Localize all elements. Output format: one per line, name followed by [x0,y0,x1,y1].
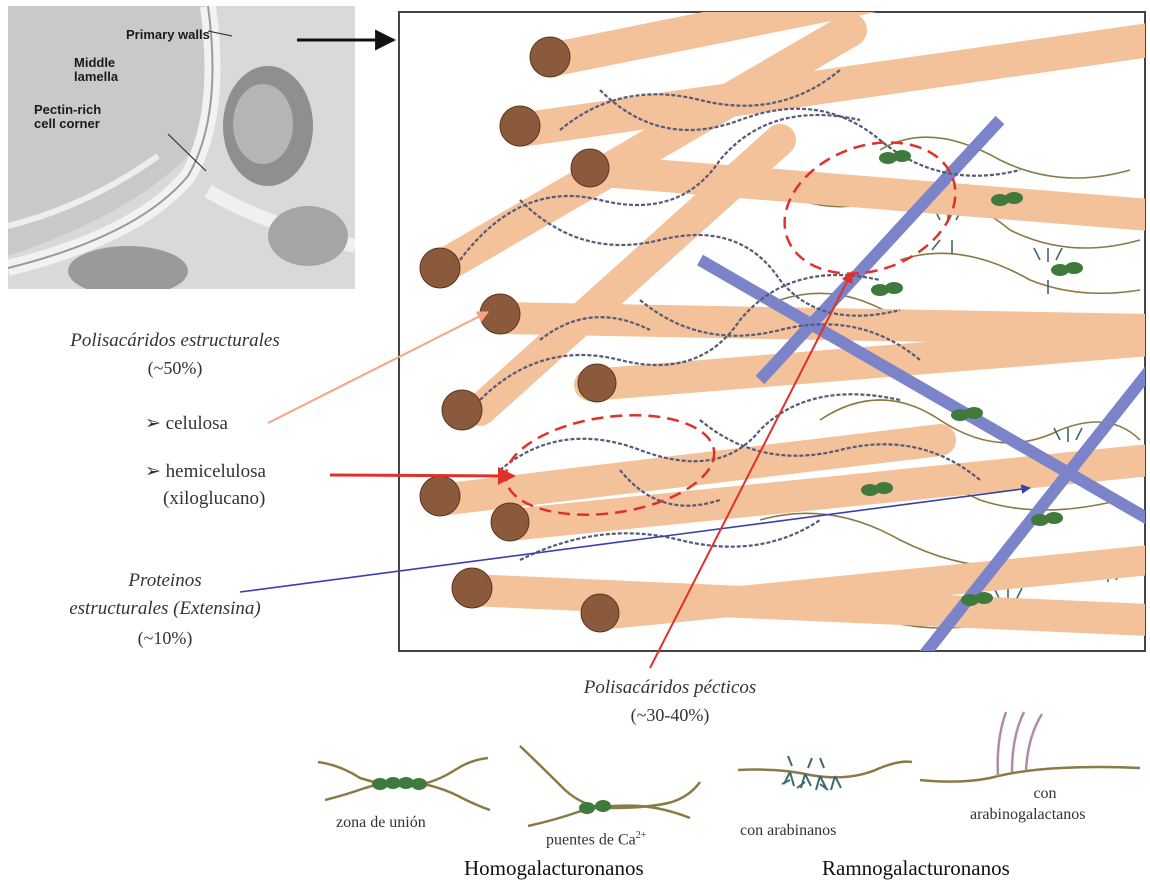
proteins-label-1: Proteinos [15,570,315,592]
homogalacturonanos-label: Homogalacturonanos [464,856,644,881]
legend-arabinogalactanos-label-2: arabinogalactanos [970,806,1086,824]
legend-zona-union-label: zona de unión [336,814,426,832]
celulosa-label: ➢ celulosa [145,412,228,435]
xiloglucano-label: (xiloglucano) [163,488,265,510]
hemicelulosa-label: ➢ hemicelulosa [145,460,266,483]
legend-puentes-text: puentes de Ca [546,831,636,848]
pectic-polysaccharides-title: Polisacáridos pécticos [520,677,820,699]
legend-arabinanos-label: con arabinanos [740,822,836,840]
legend-arabinogalactanos-label-1: con [1005,785,1085,803]
proteins-label-2: estructurales (Extensina) [15,598,315,620]
legend-arabinogalactanos-icon [920,712,1140,782]
pectic-polysaccharides-percent: (~30-40%) [520,705,820,726]
hemicelulosa-pointer-arrow [330,475,514,476]
legend-puentes-icon [520,746,700,826]
structural-polysaccharides-title: Polisacáridos estructurales [15,330,335,352]
proteins-percent: (~10%) [15,628,315,649]
legend-arabinanos-icon [738,756,912,790]
legend-puentes-superscript: 2+ [636,830,647,841]
ramnogalacturonanos-label: Ramnogalacturonanos [822,856,1010,881]
legend-puentes-label: puentes de Ca2+ [546,830,646,849]
structural-polysaccharides-percent: (~50%) [15,358,335,379]
legend-zona-union-knots [372,777,427,790]
